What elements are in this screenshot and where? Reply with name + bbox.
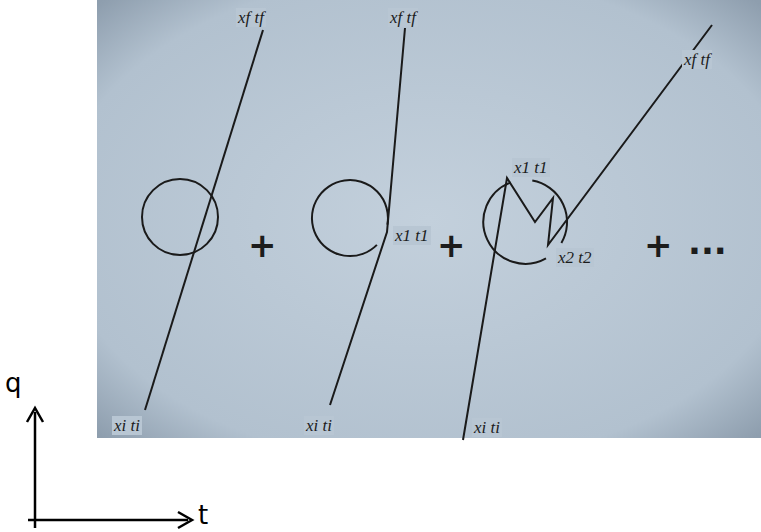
plus-sign: +	[644, 228, 673, 262]
photo-panel	[97, 0, 761, 438]
endpoint-label: xf tf	[236, 8, 266, 27]
potential-circle	[312, 180, 388, 256]
vertex-label: x2 t2	[556, 248, 594, 267]
plus-sign: +	[248, 228, 277, 262]
endpoint-label: xf tf	[682, 50, 712, 69]
axis-label: t	[198, 502, 208, 528]
potential-circle	[142, 179, 218, 255]
plus-sign: +	[437, 228, 466, 262]
ellipsis: ···	[688, 234, 727, 268]
endpoint-label: xi ti	[304, 416, 334, 435]
vertex-label: x1 t1	[393, 226, 431, 245]
endpoint-label: xi ti	[112, 416, 142, 435]
endpoint-label: xf tf	[388, 8, 418, 27]
axis-label: q	[5, 370, 22, 396]
path-line	[463, 25, 712, 440]
potential-circle	[483, 183, 546, 264]
vertex-label: x1 t1	[512, 158, 550, 177]
path-line	[330, 28, 405, 405]
path-line	[145, 30, 263, 410]
endpoint-label: xi ti	[472, 418, 502, 437]
axes	[27, 408, 192, 528]
